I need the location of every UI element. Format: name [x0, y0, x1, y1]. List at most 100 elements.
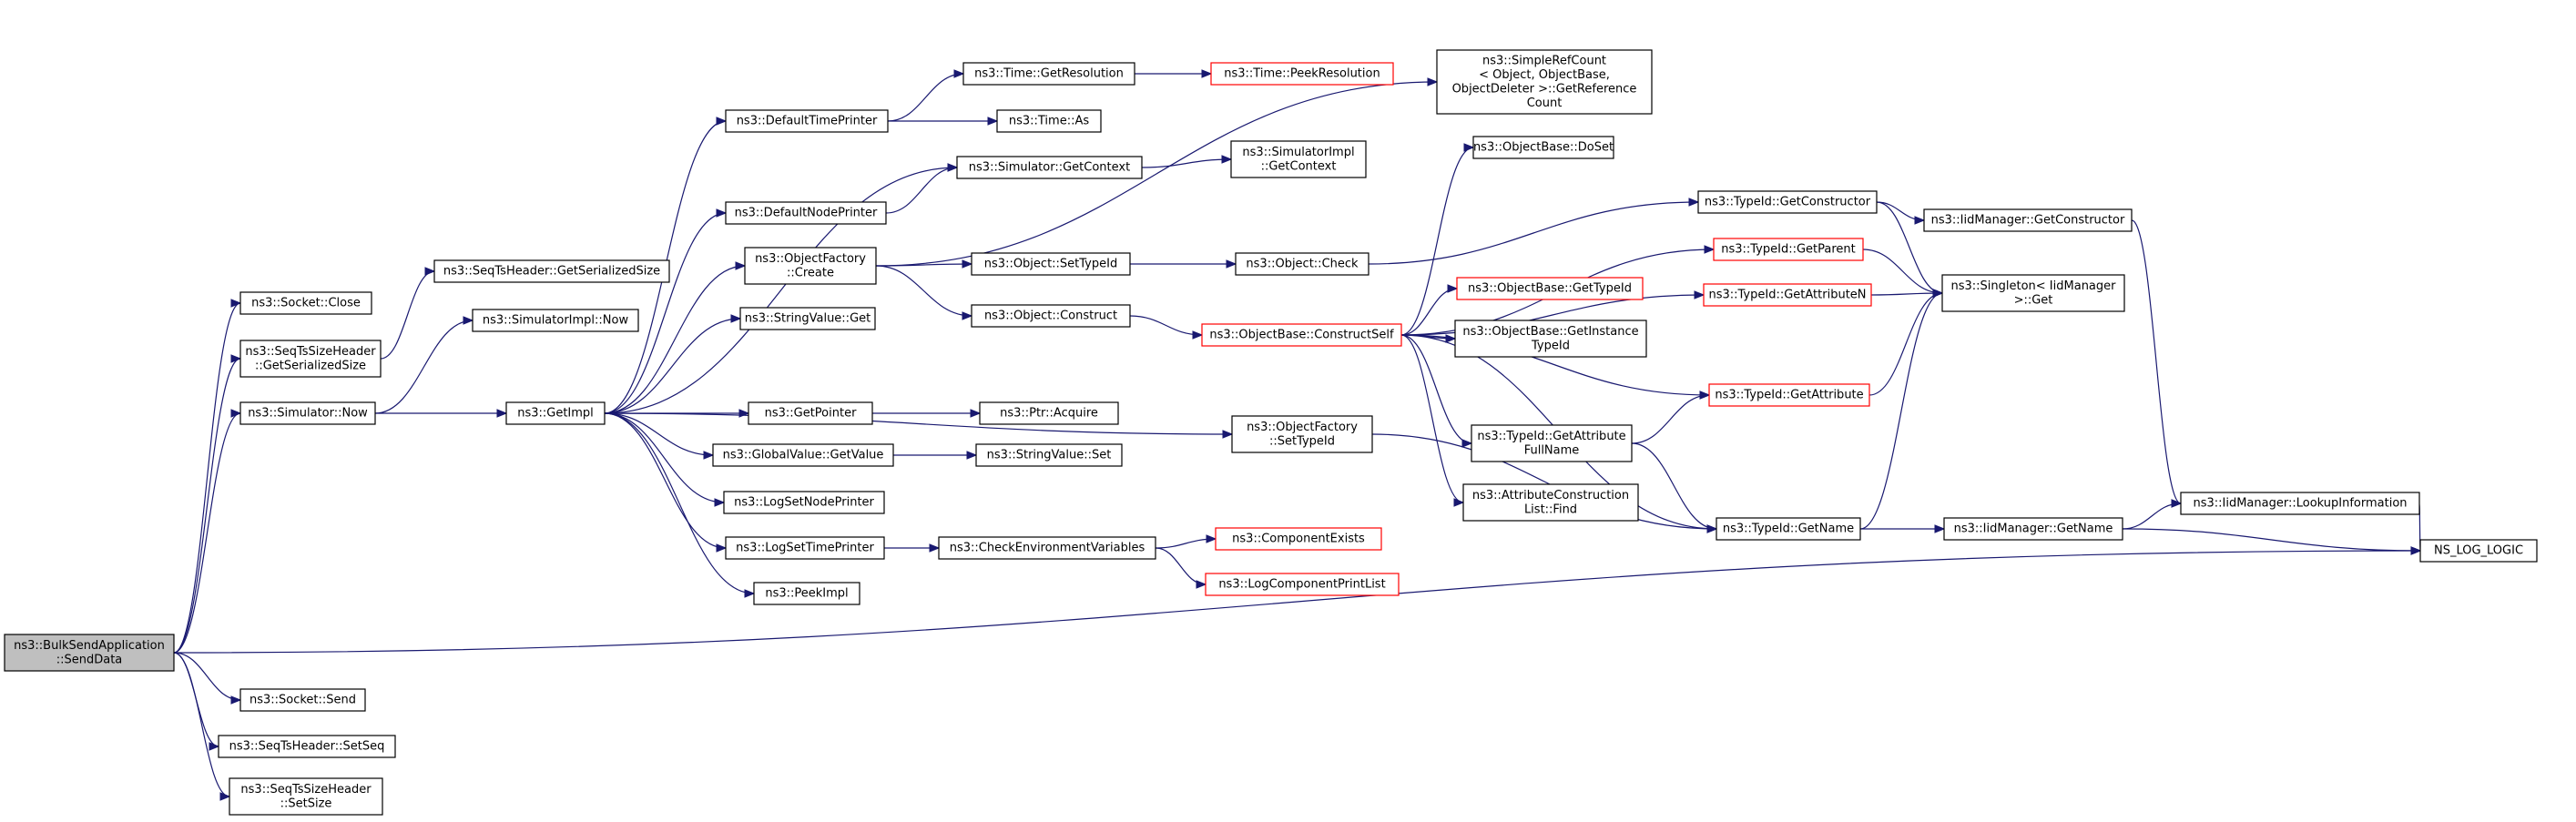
- node-gv_getvalue[interactable]: ns3::GlobalValue::GetValue: [712, 443, 894, 467]
- node-socket_close[interactable]: ns3::Socket::Close: [239, 291, 372, 315]
- arrowhead-icon: [463, 316, 474, 325]
- node-stringvalue_get[interactable]: ns3::StringValue::Get: [739, 307, 876, 330]
- arrowhead-icon: [716, 543, 728, 553]
- node-label: ::GetContext: [1261, 159, 1337, 173]
- node-box: [975, 443, 1123, 467]
- node-iidmgr_getname[interactable]: ns3::IidManager::GetName: [1943, 517, 2123, 541]
- node-logcomp_printlist[interactable]: ns3::LogComponentPrintList: [1205, 573, 1400, 596]
- arrowhead-icon: [209, 742, 220, 751]
- node-simimpl_now[interactable]: ns3::SimulatorImpl::Now: [472, 309, 639, 332]
- node-ptr_acquire[interactable]: ns3::Ptr::Acquire: [979, 401, 1119, 425]
- node-label: ns3::DefaultNodePrinter: [735, 207, 878, 220]
- arrowhead-icon: [230, 409, 242, 418]
- node-label: ns3::Object::SetTypeId: [984, 258, 1117, 271]
- arrowhead-icon: [735, 261, 747, 270]
- arrowhead-icon: [1932, 289, 1944, 298]
- node-box: [1471, 424, 1633, 462]
- node-objfactory_create[interactable]: ns3::ObjectFactory::Create: [744, 247, 877, 285]
- node-label: >::Get: [2014, 293, 2053, 307]
- arrowhead-icon: [953, 69, 965, 78]
- node-typeid_getparent[interactable]: ns3::TypeId::GetParent: [1713, 238, 1864, 261]
- node-sim_now[interactable]: ns3::Simulator::Now: [239, 401, 376, 425]
- node-box: [744, 247, 877, 285]
- arrowhead-icon: [1445, 334, 1457, 343]
- node-time_as[interactable]: ns3::Time::As: [996, 109, 1102, 133]
- node-box: [239, 688, 366, 712]
- arrowhead-icon: [987, 117, 999, 126]
- node-objbase_doset[interactable]: ns3::ObjectBase::DoSet: [1472, 136, 1614, 159]
- arrowhead-icon: [1914, 216, 1926, 225]
- node-logsettime[interactable]: ns3::LogSetTimePrinter: [725, 536, 885, 560]
- call-edge-root-to-socket_send: [173, 652, 241, 701]
- node-box: [725, 201, 887, 225]
- call-edge-def_node_printer-to-sim_getcontext: [885, 167, 958, 214]
- node-objfactory_settypeid[interactable]: ns3::ObjectFactory::SetTypeId: [1231, 415, 1373, 453]
- node-component_exists[interactable]: ns3::ComponentExists: [1215, 527, 1382, 551]
- node-seqts_getser[interactable]: ns3::SeqTsSizeHeader::GetSerializedSize: [239, 340, 382, 378]
- node-typeid_getctor[interactable]: ns3::TypeId::GetConstructor: [1697, 190, 1878, 214]
- node-socket_send[interactable]: ns3::Socket::Send: [239, 688, 366, 712]
- node-label: ns3::DefaultTimePrinter: [737, 115, 878, 128]
- node-seqtsh_getser[interactable]: ns3::SeqTsHeader::GetSerializedSize: [433, 259, 670, 283]
- node-typeid_getname[interactable]: ns3::TypeId::GetName: [1716, 517, 1861, 541]
- node-box: [433, 259, 670, 283]
- node-logsetnode[interactable]: ns3::LogSetNodePrinter: [723, 491, 885, 514]
- arrowhead-icon: [1192, 330, 1204, 340]
- node-check_env[interactable]: ns3::CheckEnvironmentVariables: [938, 536, 1156, 560]
- call-graph-nodes: ns3::BulkSendApplication::SendDatans3::S…: [4, 49, 2538, 816]
- call-edge-check_env-to-logcomp_printlist: [1155, 547, 1207, 585]
- node-getpointer[interactable]: ns3::GetPointer: [748, 401, 873, 425]
- node-simimpl_getcontext[interactable]: ns3::SimulatorImpl::GetContext: [1230, 140, 1367, 178]
- node-label: ns3::SimpleRefCount: [1482, 54, 1606, 67]
- node-iidmgr_getctor[interactable]: ns3::IidManager::GetConstructor: [1923, 208, 2133, 232]
- node-iidmgr_lookup[interactable]: ns3::IidManager::LookupInformation: [2180, 492, 2420, 515]
- arrowhead-icon: [970, 409, 982, 418]
- node-time_getres[interactable]: ns3::Time::GetResolution: [962, 62, 1135, 86]
- node-def_node_printer[interactable]: ns3::DefaultNodePrinter: [725, 201, 887, 225]
- node-sim_getcontext[interactable]: ns3::Simulator::GetContext: [956, 156, 1143, 179]
- node-simplerefcount[interactable]: ns3::SimpleRefCount< Object, ObjectBase,…: [1436, 49, 1653, 115]
- node-label: ns3::LogSetNodePrinter: [734, 496, 874, 510]
- node-box: [1703, 283, 1872, 307]
- node-label: ns3::IidManager::LookupInformation: [2193, 497, 2407, 511]
- node-label: ns3::Simulator::GetContext: [969, 161, 1130, 175]
- node-label: ns3::BulkSendApplication: [14, 639, 165, 653]
- node-label: FullName: [1524, 443, 1580, 457]
- node-typeid_getattr[interactable]: ns3::TypeId::GetAttribute: [1708, 383, 1870, 407]
- node-object_check[interactable]: ns3::Object::Check: [1235, 252, 1369, 276]
- node-box: [1205, 573, 1400, 596]
- node-box: [1230, 140, 1367, 178]
- node-time_peekres[interactable]: ns3::Time::PeekResolution: [1210, 62, 1394, 86]
- node-box: [1923, 208, 2133, 232]
- node-objbase_gettypeid[interactable]: ns3::ObjectBase::GetTypeId: [1456, 277, 1644, 300]
- node-label: ns3::Time::PeekResolution: [1224, 67, 1380, 81]
- arrowhead-icon: [230, 354, 242, 363]
- node-def_time_printer[interactable]: ns3::DefaultTimePrinter: [725, 109, 889, 133]
- node-root: ns3::BulkSendApplication::SendData: [4, 634, 175, 672]
- call-edge-getimpl-to-gv_getvalue: [604, 412, 714, 456]
- node-typeid_getattrn[interactable]: ns3::TypeId::GetAttributeN: [1703, 283, 1872, 307]
- node-peekimpl[interactable]: ns3::PeekImpl: [753, 582, 860, 605]
- node-singleton_get[interactable]: ns3::Singleton< IidManager>::Get: [1941, 274, 2125, 312]
- node-box: [2180, 492, 2420, 515]
- node-ns_log_logic[interactable]: NS_LOG_LOGIC: [2419, 539, 2538, 563]
- node-label: ns3::SeqTsHeader::GetSerializedSize: [443, 265, 660, 279]
- node-seqts_setsize[interactable]: ns3::SeqTsSizeHeader::SetSize: [229, 777, 383, 816]
- call-edge-getimpl-to-peekimpl: [604, 412, 755, 594]
- node-getimpl[interactable]: ns3::GetImpl: [505, 401, 606, 425]
- node-stringvalue_set[interactable]: ns3::StringValue::Set: [975, 443, 1123, 467]
- node-box: [2419, 539, 2538, 563]
- node-box: [229, 777, 383, 816]
- node-label: ns3::ComponentExists: [1232, 533, 1365, 546]
- node-label: ::Create: [787, 266, 834, 279]
- node-objbase_constructself[interactable]: ns3::ObjectBase::ConstructSelf: [1201, 323, 1402, 347]
- node-box: [723, 491, 885, 514]
- node-object_construct[interactable]: ns3::Object::Construct: [971, 304, 1131, 328]
- arrowhead-icon: [2171, 499, 2183, 508]
- node-seqts_setseq[interactable]: ns3::SeqTsHeader::SetSeq: [218, 735, 396, 758]
- arrowhead-icon: [962, 259, 973, 269]
- node-object_settypeid[interactable]: ns3::Object::SetTypeId: [971, 252, 1131, 276]
